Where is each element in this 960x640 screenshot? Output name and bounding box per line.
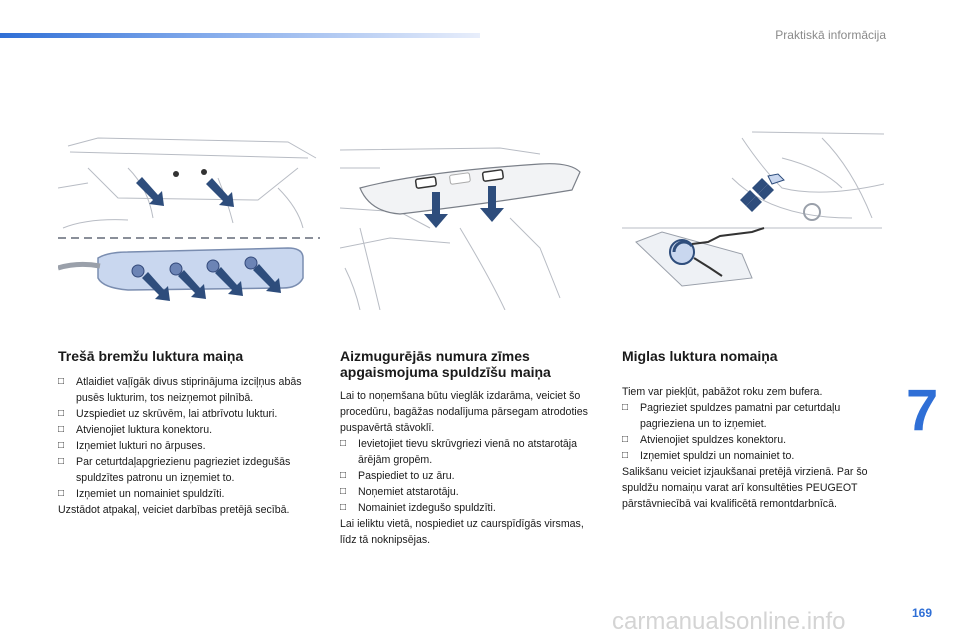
step-marker-icon: □ [340,438,347,449]
number-plate-lamp-section: Aizmugurējās numura zīmes apgaismojuma s… [340,348,602,548]
instruction-step: □Atvienojiet spuldzes konektoru. [622,434,787,446]
step-marker-icon: □ [622,450,629,461]
instruction-step: □Paspiediet to uz āru. [340,470,455,482]
page-number: 169 [912,606,933,620]
step-marker-icon: □ [340,470,347,481]
instruction-step: □Atvienojiet luktura konektoru. [58,424,213,436]
instruction-step: □Pagrieziet spuldzes pamatni par ceturtd… [622,402,841,430]
instruction-step: □Ievietojiet tievu skrūvgriezi vienā no … [340,438,578,466]
header-accent-bar [0,33,480,38]
number-plate-lamp-illustration [339,128,602,311]
step-marker-icon: □ [58,456,65,467]
instruction-step: □Atlaidiet vaļīgāk divus stiprinājuma iz… [58,376,302,404]
step-marker-icon: □ [340,502,347,513]
step-marker-icon: □ [58,376,65,387]
closing-text: Salikšanu veiciet izjaukšanai pretējā vi… [622,466,868,510]
instruction-step: □Izņemiet spuldzi un nomainiet to. [622,450,795,462]
step-marker-icon: □ [58,440,65,451]
step-marker-icon: □ [340,486,347,497]
step-marker-icon: □ [58,488,65,499]
third-brake-lamp-illustration [57,128,320,310]
step-marker-icon: □ [622,434,629,445]
section-header: Praktiskā informācija [775,28,886,42]
step-marker-icon: □ [622,402,629,413]
step-marker-icon: □ [58,408,65,419]
fog-lamp-section: Miglas luktura nomaiņa Tiem var piekļūt,… [622,348,884,512]
instruction-step: □Izņemiet lukturi no ārpuses. [58,440,206,452]
step-marker-icon: □ [58,424,65,435]
intro-text: Lai to noņemšana būtu vieglāk izdarāma, … [340,390,588,434]
closing-text: Uzstādot atpakaļ, veiciet darbības pretē… [58,504,290,516]
closing-text: Lai ieliktu vietā, nospiediet uz caurspī… [340,518,584,546]
instruction-step: □Par ceturtdaļapgriezienu pagrieziet izd… [58,456,291,484]
watermark: carmanualsonline.info [612,608,846,635]
chapter-number: 7 [906,378,939,443]
intro-text: Tiem var piekļūt, pabāžot roku zem bufer… [622,386,823,398]
instruction-step: □Nomainiet izdegušo spuldzīti. [340,502,496,514]
section-title: Aizmugurējās numura zīmes apgaismojuma s… [340,348,551,380]
fog-lamp-illustration [622,128,885,310]
section-title: Miglas luktura nomaiņa [622,348,778,364]
section-title: Trešā bremžu luktura maiņa [58,348,244,364]
instruction-step: □Noņemiet atstarotāju. [340,486,459,498]
third-brake-lamp-section: Trešā bremžu luktura maiņa □Atlaidiet va… [58,348,320,518]
instruction-step: □Uzspiediet uz skrūvēm, lai atbrīvotu lu… [58,408,278,420]
instruction-step: □Izņemiet un nomainiet spuldzīti. [58,488,225,500]
